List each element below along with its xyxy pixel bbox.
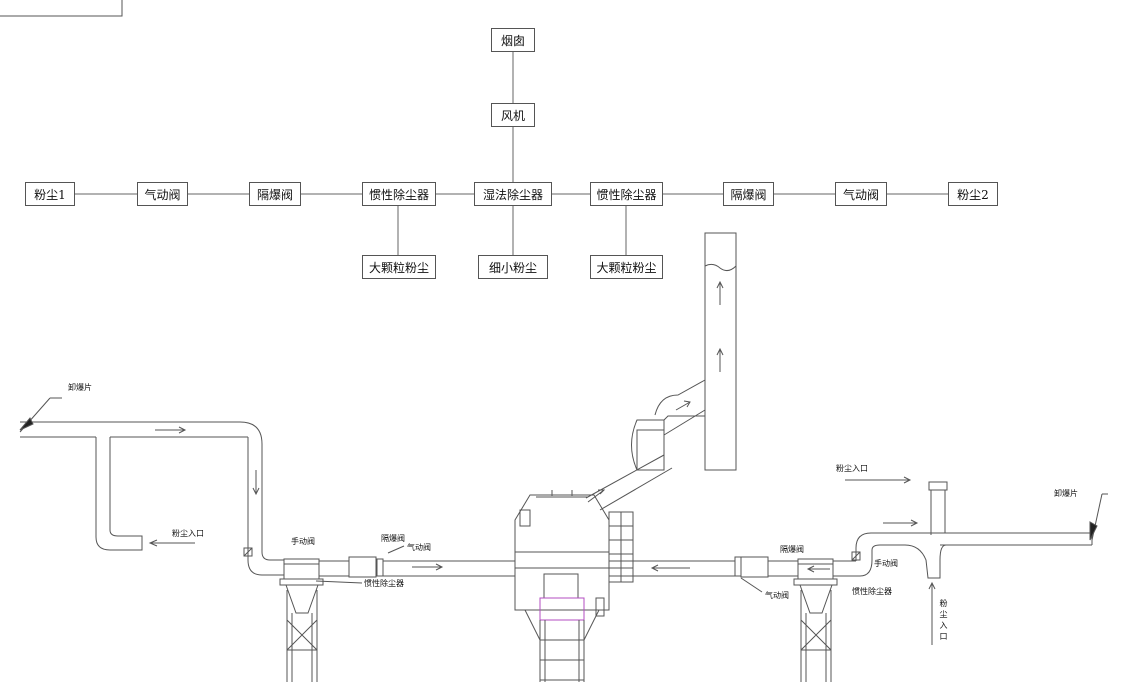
left-explosion-valve-shape (348, 556, 377, 578)
wet-collector-box: 湿法除尘器 (474, 182, 552, 206)
left-inertial-collector-box: 惯性除尘器 (362, 182, 436, 206)
flow-connectors (75, 52, 948, 255)
right-flow-arrows (845, 476, 936, 645)
chimney-box: 烟囱 (491, 28, 535, 52)
right-inlet-top-label: 粉尘入口 (836, 464, 868, 473)
right-explosion-valve-shape (740, 556, 769, 578)
left-pneumatic-valve-box: 气动阀 (137, 182, 188, 206)
right-manual-valve-label: 手动阀 (874, 559, 898, 568)
right-pneumatic-valve-label: 气动阀 (765, 591, 789, 600)
fan-box: 风机 (491, 103, 535, 127)
left-relief-pointer (19, 397, 62, 433)
right-inertial-collector-shape (793, 558, 838, 682)
left-explosion-valve-label: 隔爆阀 (381, 534, 405, 543)
wet-collector-shape (514, 490, 634, 682)
left-inlet-label: 粉尘入口 (172, 529, 204, 538)
left-manual-valve-label: 手动阀 (291, 537, 315, 546)
left-pneumatic-valve-shape (376, 558, 384, 577)
left-inertial-collector-label: 惯性除尘器 (364, 579, 404, 588)
right-explosion-valve-label: 隔爆阀 (780, 545, 804, 554)
left-explosion-valve-box: 隔爆阀 (249, 182, 301, 206)
right-pneumatic-valve-shape (734, 556, 742, 577)
left-pneumatic-valve-label: 气动阀 (407, 543, 431, 552)
right-inlet-vertical-label: 粉尘入口 (939, 599, 948, 641)
right-source-box: 粉尘2 (948, 182, 998, 206)
right-inertial-collector-label: 惯性除尘器 (852, 587, 892, 596)
right-relief-label: 卸爆片 (1054, 489, 1078, 498)
left-source-box: 粉尘1 (25, 182, 75, 206)
fine-dust-box: 细小粉尘 (478, 255, 548, 279)
title-box-frame (0, 0, 123, 17)
fan-shape (631, 379, 706, 471)
right-pneumatic-valve-box: 气动阀 (835, 182, 887, 206)
right-inertial-collector-box: 惯性除尘器 (590, 182, 663, 206)
right-duct (833, 481, 1093, 579)
right-relief-pointer (1089, 493, 1108, 541)
left-coarse-dust-box: 大颗粒粉尘 (362, 255, 436, 279)
left-flow-arrows (148, 426, 444, 571)
fan-duct (585, 454, 673, 511)
left-relief-label: 卸爆片 (68, 383, 92, 392)
left-manual-valve-shape (243, 547, 253, 557)
right-duct-to-collector (609, 560, 735, 577)
chimney-shape (704, 232, 737, 471)
left-duct (20, 421, 284, 576)
right-explosion-valve-box: 隔爆阀 (723, 182, 774, 206)
right-coarse-dust-box: 大颗粒粉尘 (590, 255, 663, 279)
left-inertial-collector-shape (279, 558, 324, 682)
